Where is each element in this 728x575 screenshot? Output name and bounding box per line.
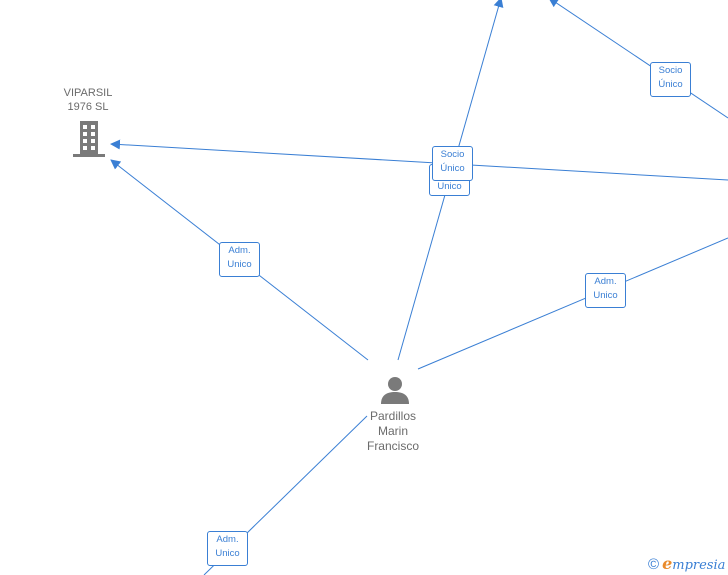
edge-label-socio-unico-center[interactable]: Socio Único [432,146,473,181]
edge-label-line-1: Adm. [216,534,239,545]
person-node-label[interactable]: Pardillos Marin Francisco [352,409,434,454]
brand-name: mpresia [672,558,726,573]
edge-person-to-offscreen-right [417,237,728,370]
person-name-line-2: Marin [377,424,408,438]
edge-label-line-2: Único [658,79,683,90]
person-name-line-1: Pardillos [369,409,417,423]
edge-label-line-2: Unico [437,181,462,192]
edge-label-line-2: Único [440,163,465,174]
edge-offscreen-to-top-right [548,0,728,119]
empresia-watermark: ©empresia [648,554,725,574]
person-icon[interactable] [379,374,411,406]
edge-label-adm-unico-right[interactable]: Adm. Unico [585,273,626,308]
edge-label-socio-unico-top-right[interactable]: Socio Único [650,62,691,97]
building-icon[interactable] [73,121,105,157]
person-name-line-3: Francisco [366,439,419,453]
brand-initial: e [662,554,673,573]
company-name-line-1: VIPARSIL [63,87,113,99]
edge-label-line-1: Adm. [594,276,617,287]
copyright-icon: © [648,556,660,573]
edge-label-line-2: Unico [593,290,618,301]
edge-label-line-1: Adm. [228,245,251,256]
edge-label-line-1: Socio [440,149,465,160]
edge-label-line-2: Unico [215,548,240,559]
company-node-label[interactable]: VIPARSIL 1976 SL [48,86,128,114]
company-name-line-2: 1976 SL [67,101,109,113]
edge-label-adm-unico-bottom[interactable]: Adm. Unico [207,531,248,566]
edge-offscreen-right-to-viparsil [110,139,728,181]
edge-label-line-1: Socio [658,65,683,76]
edge-label-adm-unico-left[interactable]: Adm. Unico [219,242,260,277]
edge-label-line-2: Unico [227,259,252,270]
